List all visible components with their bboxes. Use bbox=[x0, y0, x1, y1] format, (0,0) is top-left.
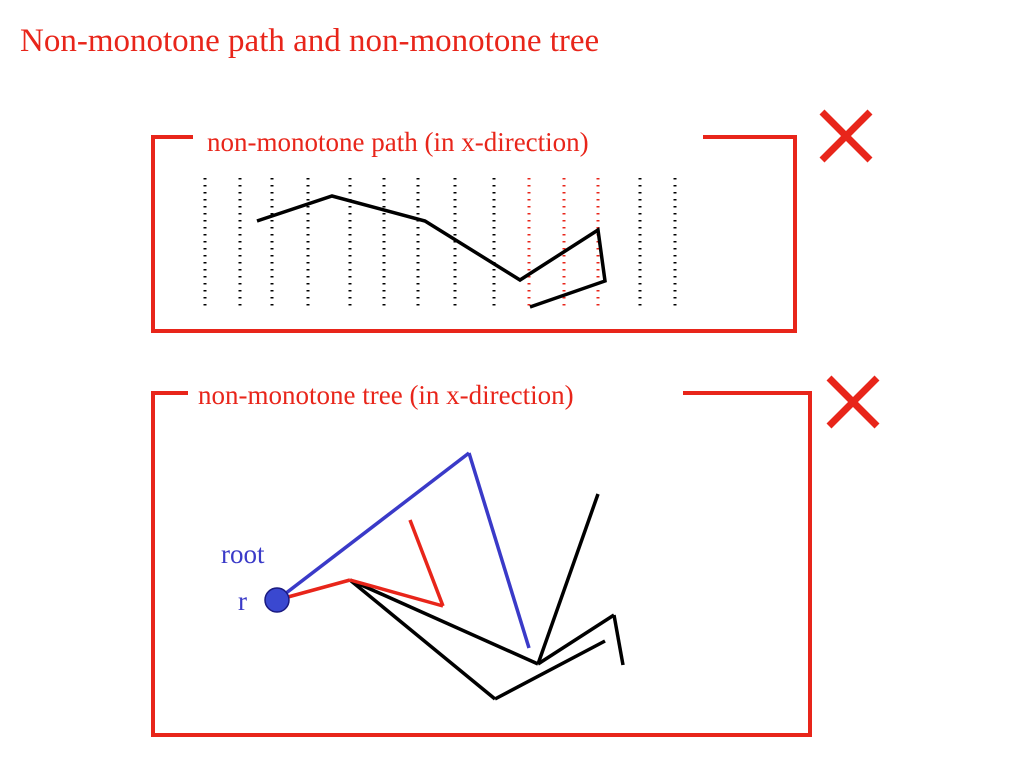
root-label: root bbox=[221, 539, 265, 569]
root-node-label: r bbox=[238, 586, 247, 616]
tree-panel-frame bbox=[151, 391, 812, 737]
page-title: Non-monotone path and non-monotone tree bbox=[20, 23, 600, 59]
tree-edge bbox=[537, 613, 615, 666]
tree-edge bbox=[494, 639, 606, 701]
red-x-icon bbox=[819, 109, 873, 163]
path-panel-frame bbox=[151, 135, 797, 333]
tree-edge-red bbox=[408, 519, 445, 607]
tree-panel: non-monotone tree (in x-direction) bbox=[151, 375, 880, 737]
tree-edge bbox=[536, 493, 600, 665]
tree-edge bbox=[612, 614, 625, 666]
tree-edge-blue bbox=[467, 452, 531, 649]
path-panel: non-monotone path (in x-direction) bbox=[151, 109, 873, 333]
sweep-lines bbox=[203, 178, 677, 310]
tree-black-edges bbox=[348, 493, 625, 701]
tree-edge-blue bbox=[275, 451, 471, 602]
tree-red-edges bbox=[276, 519, 445, 608]
red-x-icon bbox=[826, 375, 880, 429]
root-node bbox=[264, 587, 290, 613]
path-panel-caption: non-monotone path (in x-direction) bbox=[207, 127, 589, 157]
tree-edge-red bbox=[349, 578, 444, 608]
tree-edge bbox=[349, 578, 539, 666]
tree-blue-edges bbox=[275, 451, 531, 649]
non-monotone-path bbox=[256, 194, 607, 309]
tree-edge bbox=[348, 578, 497, 701]
tree-panel-caption: non-monotone tree (in x-direction) bbox=[198, 380, 574, 410]
